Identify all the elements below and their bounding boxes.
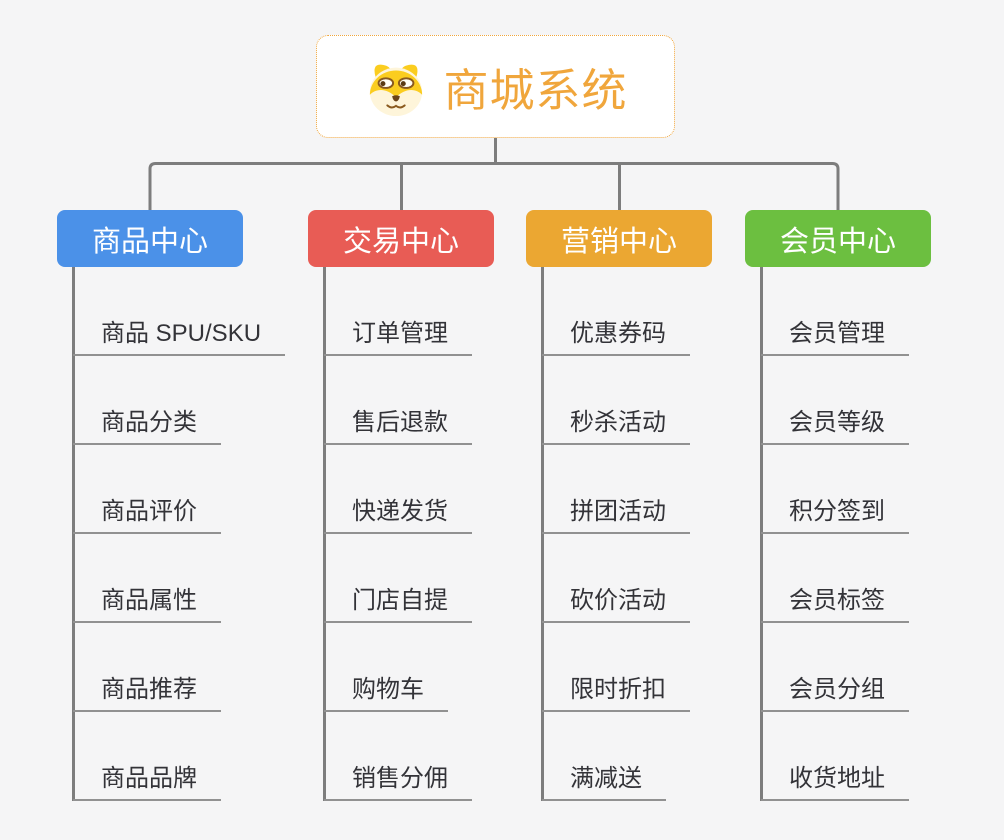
item-label: 商品推荐 [101,676,197,703]
item-label: 订单管理 [352,320,448,347]
branch-1-item-0[interactable]: 订单管理 [324,320,472,356]
branch-header-label: 营销中心 [560,225,677,258]
dog-icon [370,64,423,116]
item-label: 秒杀活动 [570,409,666,436]
item-label: 销售分佣 [352,765,448,792]
item-label: 砍价活动 [570,587,666,614]
branch-3-item-1[interactable]: 会员等级 [761,409,909,445]
root-title: 商城系统 [443,65,628,116]
branch-stem-line [72,267,75,801]
branch-header-label: 商品中心 [91,225,208,258]
item-label: 会员分组 [789,676,885,703]
item-label: 会员管理 [789,320,885,347]
item-label: 快递发货 [352,498,448,525]
branch-stem-line [760,267,763,801]
branch-header-label: 会员中心 [779,225,896,258]
branch-3-item-2[interactable]: 积分签到 [761,498,909,534]
branch-2-item-2[interactable]: 拼团活动 [542,498,690,534]
branch-1-item-3[interactable]: 门店自提 [324,587,472,623]
branch-2-item-4[interactable]: 限时折扣 [542,676,690,712]
branch-0-item-2[interactable]: 商品评价 [73,498,221,534]
item-label: 优惠券码 [570,320,666,347]
item-label: 会员标签 [789,587,885,614]
item-label: 商品分类 [101,409,197,436]
branch-header-label: 交易中心 [342,225,459,258]
item-label: 商品品牌 [101,765,197,792]
item-label: 售后退款 [352,409,448,436]
branch-3-item-3[interactable]: 会员标签 [761,587,909,623]
branch-0-item-5[interactable]: 商品品牌 [73,765,221,801]
branch-stem-line [541,267,544,801]
item-label: 购物车 [352,676,424,703]
branch-0-item-3[interactable]: 商品属性 [73,587,221,623]
item-label: 商品 SPU/SKU [101,320,262,347]
branch-header-2[interactable]: 营销中心 [526,210,712,267]
branch-stem-line [323,267,326,801]
branch-1-item-4[interactable]: 购物车 [324,676,448,712]
item-label: 门店自提 [352,587,448,614]
branch-2-item-3[interactable]: 砍价活动 [542,587,690,623]
branch-2-item-5[interactable]: 满减送 [542,765,666,801]
branch-2-item-0[interactable]: 优惠券码 [542,320,690,356]
item-label: 商品评价 [101,498,197,525]
item-label: 积分签到 [789,498,885,525]
branch-1-item-2[interactable]: 快递发货 [324,498,472,534]
branch-header-1[interactable]: 交易中心 [308,210,494,267]
branch-3-item-5[interactable]: 收货地址 [761,765,909,801]
branch-3-item-0[interactable]: 会员管理 [761,320,909,356]
item-label: 限时折扣 [570,676,666,703]
item-label: 拼团活动 [570,498,666,525]
branch-1-item-5[interactable]: 销售分佣 [324,765,472,801]
branch-0-item-1[interactable]: 商品分类 [73,409,221,445]
branch-3-item-4[interactable]: 会员分组 [761,676,909,712]
root-node[interactable]: 商城系统 [316,35,675,138]
branch-0-item-0[interactable]: 商品 SPU/SKU [73,320,286,356]
branch-2-item-1[interactable]: 秒杀活动 [542,409,690,445]
item-label: 会员等级 [789,409,885,436]
item-label: 商品属性 [101,587,197,614]
branch-header-0[interactable]: 商品中心 [57,210,243,267]
branch-0-item-4[interactable]: 商品推荐 [73,676,221,712]
item-label: 收货地址 [789,765,885,792]
item-label: 满减送 [570,765,642,792]
branch-1-item-1[interactable]: 售后退款 [324,409,472,445]
branch-header-3[interactable]: 会员中心 [745,210,931,267]
